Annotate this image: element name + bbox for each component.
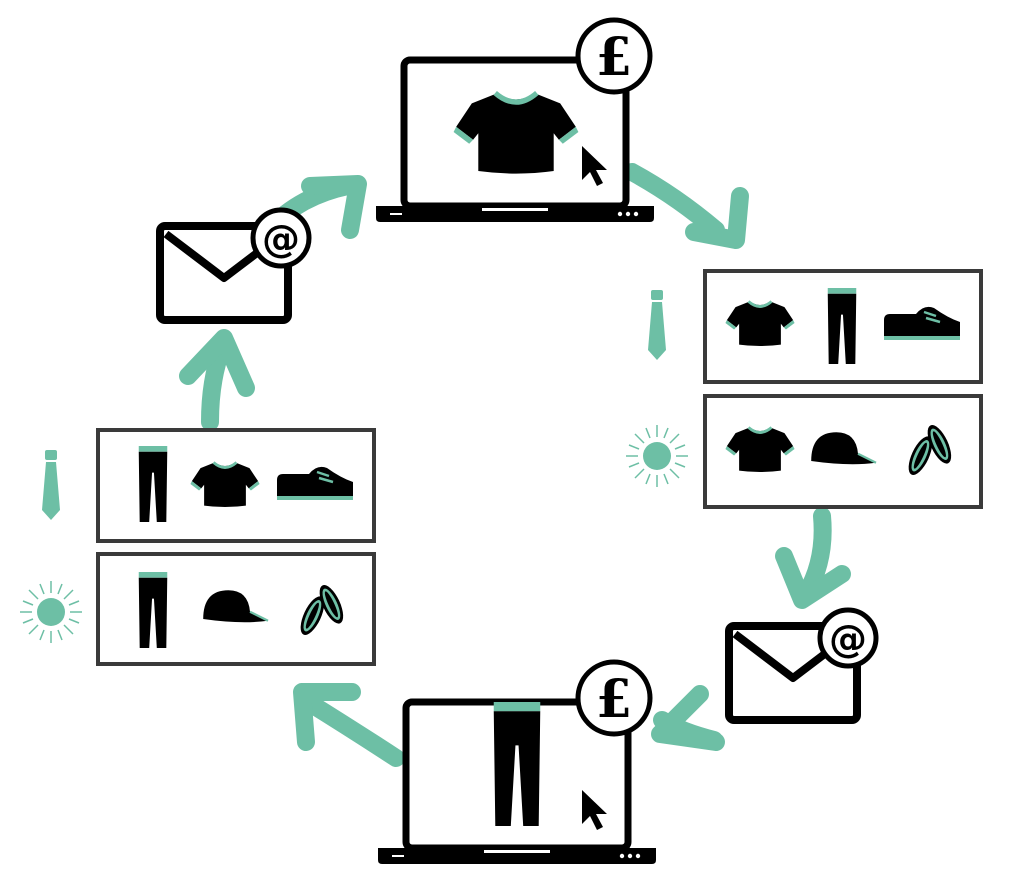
outfit-box-summer-right bbox=[703, 394, 983, 509]
tshirt-icon bbox=[454, 93, 579, 174]
sun-icon bbox=[19, 580, 83, 644]
arrow-laptop-to-outfits-2 bbox=[299, 693, 405, 767]
flip-flops-icon bbox=[295, 581, 348, 639]
trousers-icon bbox=[493, 702, 541, 826]
pound-symbol: £ bbox=[596, 669, 632, 730]
cycle-arrow-icon bbox=[179, 163, 851, 767]
outfit-box-summer-left bbox=[96, 552, 376, 666]
shoe-icon bbox=[882, 305, 962, 342]
cap-icon bbox=[202, 589, 270, 624]
pound-symbol: £ bbox=[596, 27, 632, 88]
tshirt-icon bbox=[724, 299, 796, 348]
tie-icon bbox=[42, 450, 60, 520]
arrow-laptop-to-outfits bbox=[623, 163, 725, 239]
arrow-outfits-to-envelope-2-head bbox=[179, 329, 255, 397]
cap-icon bbox=[810, 431, 878, 466]
at-symbol: @ bbox=[262, 217, 300, 261]
pound-badge-icon: £ bbox=[575, 17, 653, 95]
trousers-icon bbox=[138, 572, 168, 648]
pound-badge-icon: £ bbox=[575, 659, 653, 737]
arrow-laptop-to-outfits-head bbox=[685, 187, 749, 249]
cursor-icon bbox=[582, 790, 607, 830]
outfit-box-work-right bbox=[703, 269, 983, 384]
arrow-envelope-to-laptop-head bbox=[301, 175, 367, 239]
at-badge-icon: @ bbox=[250, 207, 312, 269]
tie-icon bbox=[648, 290, 666, 360]
at-badge-icon: @ bbox=[817, 607, 879, 669]
arrow-envelope-to-laptop-2-head bbox=[651, 685, 725, 751]
outfit-box-work-left bbox=[96, 428, 376, 543]
flip-flops-icon bbox=[903, 421, 956, 479]
trousers-icon bbox=[138, 446, 168, 522]
trousers-icon bbox=[827, 288, 857, 364]
tshirt-icon bbox=[189, 460, 261, 509]
tshirt-icon bbox=[724, 425, 796, 474]
at-symbol: @ bbox=[829, 617, 867, 661]
shoe-icon bbox=[275, 465, 355, 502]
sun-icon bbox=[625, 424, 689, 488]
arrow-outfits-to-envelope-head bbox=[775, 547, 851, 609]
arrow-laptop-to-outfits-2-head bbox=[293, 683, 361, 751]
cursor-icon bbox=[582, 146, 607, 186]
